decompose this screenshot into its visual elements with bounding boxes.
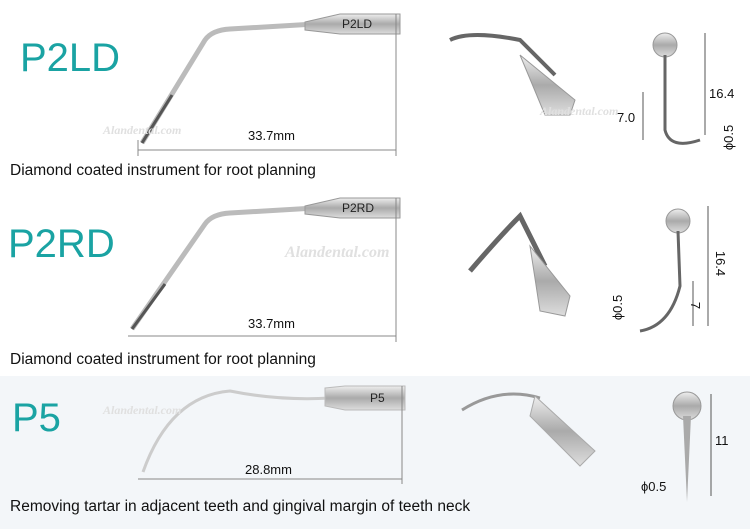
dimension-diamond: 7.0 bbox=[617, 110, 636, 125]
description: Removing tartar in adjacent teeth and gi… bbox=[10, 498, 471, 515]
description: Diamond coated instrument for root plann… bbox=[10, 162, 316, 179]
p2rd-drawings bbox=[128, 197, 709, 342]
p2ld-drawings bbox=[137, 13, 706, 156]
tip-label: P2RD bbox=[342, 201, 375, 215]
length-dimension: 33.7mm bbox=[248, 316, 295, 331]
product-code: P2LD bbox=[20, 36, 121, 80]
dimension-length: 16.4 bbox=[713, 250, 729, 277]
product-code: P5 bbox=[12, 396, 61, 440]
watermark: Alandental.com bbox=[103, 403, 182, 417]
tip-label: P2LD bbox=[342, 17, 373, 31]
dimension-diamond: 7 bbox=[688, 301, 704, 310]
length-dimension: 28.8mm bbox=[245, 462, 292, 477]
watermark: Alandental.com bbox=[285, 244, 390, 261]
watermark: Alandental.com bbox=[103, 123, 182, 137]
description: Diamond coated instrument for root plann… bbox=[10, 351, 316, 368]
dimension-diameter: ϕ0.5 bbox=[721, 124, 737, 151]
dimension-diameter: ϕ0.5 bbox=[641, 479, 667, 494]
product-code: P2RD bbox=[8, 222, 115, 266]
item-p2ld: P2LD P2LD Alandental.com 33.7mm Diamond … bbox=[0, 0, 750, 186]
p5-drawings bbox=[138, 385, 712, 502]
item-p5: P5 P5 Alandental.com 28.8mm Removing tar… bbox=[0, 376, 750, 529]
tip-label: P5 bbox=[370, 391, 385, 405]
length-dimension: 33.7mm bbox=[248, 128, 295, 143]
item-p2rd: P2RD P2RD Alandental.com 33.7mm Diamond … bbox=[0, 186, 750, 372]
watermark: Alandental.com bbox=[540, 104, 619, 118]
dimension-diameter: ϕ0.5 bbox=[610, 294, 626, 321]
dimension-length: 16.4 bbox=[709, 86, 735, 101]
dimension-length: 11 bbox=[715, 433, 729, 448]
